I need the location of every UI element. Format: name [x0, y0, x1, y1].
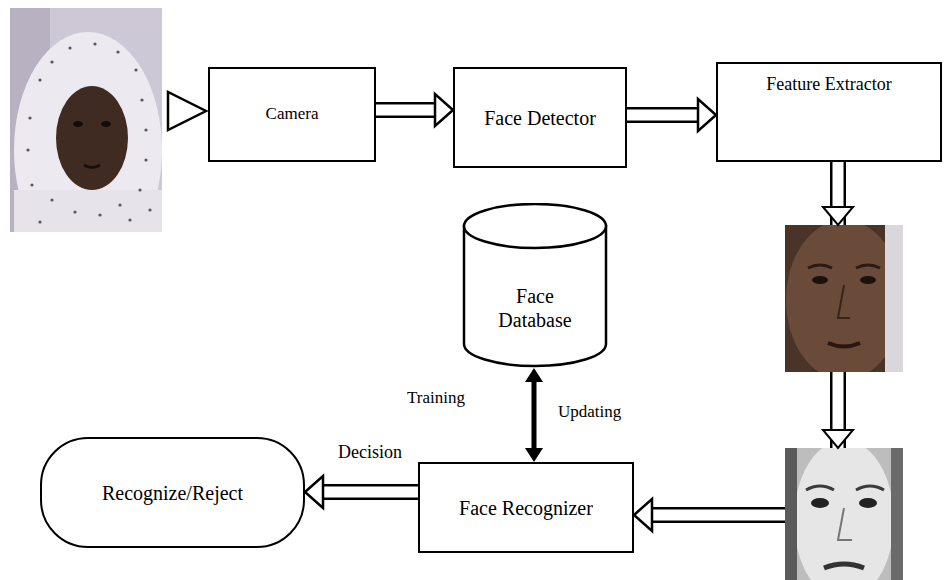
node-label: Face Detector [484, 106, 596, 130]
database-cylinder: Face Database [462, 203, 608, 368]
node-label: Recognize/Reject [102, 481, 243, 505]
process-box: Feature Extractor [716, 62, 942, 162]
face [786, 225, 902, 372]
arrow-fill [323, 487, 418, 498]
input-arrow [168, 92, 206, 130]
eye [811, 498, 829, 508]
arrow-fill [376, 105, 435, 116]
mouth [824, 564, 864, 568]
flow-arrow [525, 368, 543, 462]
node-label: Face Recognizer [459, 496, 593, 520]
process-box: Camera [208, 67, 376, 162]
hijab-dots [26, 42, 151, 223]
grayscale-face-image [785, 448, 903, 580]
input-photo [10, 8, 162, 232]
arrow-head [305, 476, 323, 508]
eyebrow [856, 265, 880, 268]
arrow-head [525, 368, 543, 382]
edge-label: Decision [336, 442, 404, 464]
eye [101, 121, 111, 127]
arrow-head [525, 448, 543, 462]
flow-arrow [376, 94, 453, 126]
eye [859, 498, 877, 508]
arrow-label: Updating [556, 402, 623, 422]
arrow-outline [323, 484, 418, 500]
eyebrow [856, 486, 884, 490]
eye [812, 276, 828, 284]
gray-edge [891, 448, 903, 580]
process-box: Face Recognizer [418, 462, 634, 553]
eyebrow [806, 486, 834, 490]
hijab-edge [885, 225, 903, 372]
arrow-head [634, 499, 652, 531]
arrow-head [435, 94, 453, 126]
arrow-outline [376, 102, 435, 118]
mouth [828, 343, 860, 347]
arrow-line [532, 380, 537, 450]
nose [838, 508, 852, 540]
eyebrow [808, 265, 832, 268]
eye [860, 276, 876, 284]
terminal-box: Recognize/Reject [40, 437, 305, 548]
nose [838, 285, 850, 318]
cropped-face-image [785, 225, 903, 372]
flow-arrow [305, 476, 418, 508]
arrow-head [698, 99, 716, 131]
process-box: Face Detector [453, 67, 627, 168]
node-label: Feature Extractor [766, 74, 891, 96]
node-label: Face Database [485, 284, 585, 332]
face [56, 86, 128, 190]
flow-arrow-head [823, 207, 853, 225]
face [794, 448, 894, 580]
hijab-shoulders [14, 190, 162, 232]
hijab [14, 32, 162, 232]
cylinder-top [464, 204, 606, 248]
flow-arrow-head [823, 430, 853, 448]
arrow-fill [627, 110, 698, 121]
arrow-label: Training [405, 388, 467, 408]
flow-arrow [627, 99, 716, 131]
gray-edge [785, 448, 797, 580]
node-label: Camera [266, 104, 319, 124]
eye [73, 121, 83, 127]
arrow-outline [627, 107, 698, 123]
mouth [84, 165, 100, 168]
